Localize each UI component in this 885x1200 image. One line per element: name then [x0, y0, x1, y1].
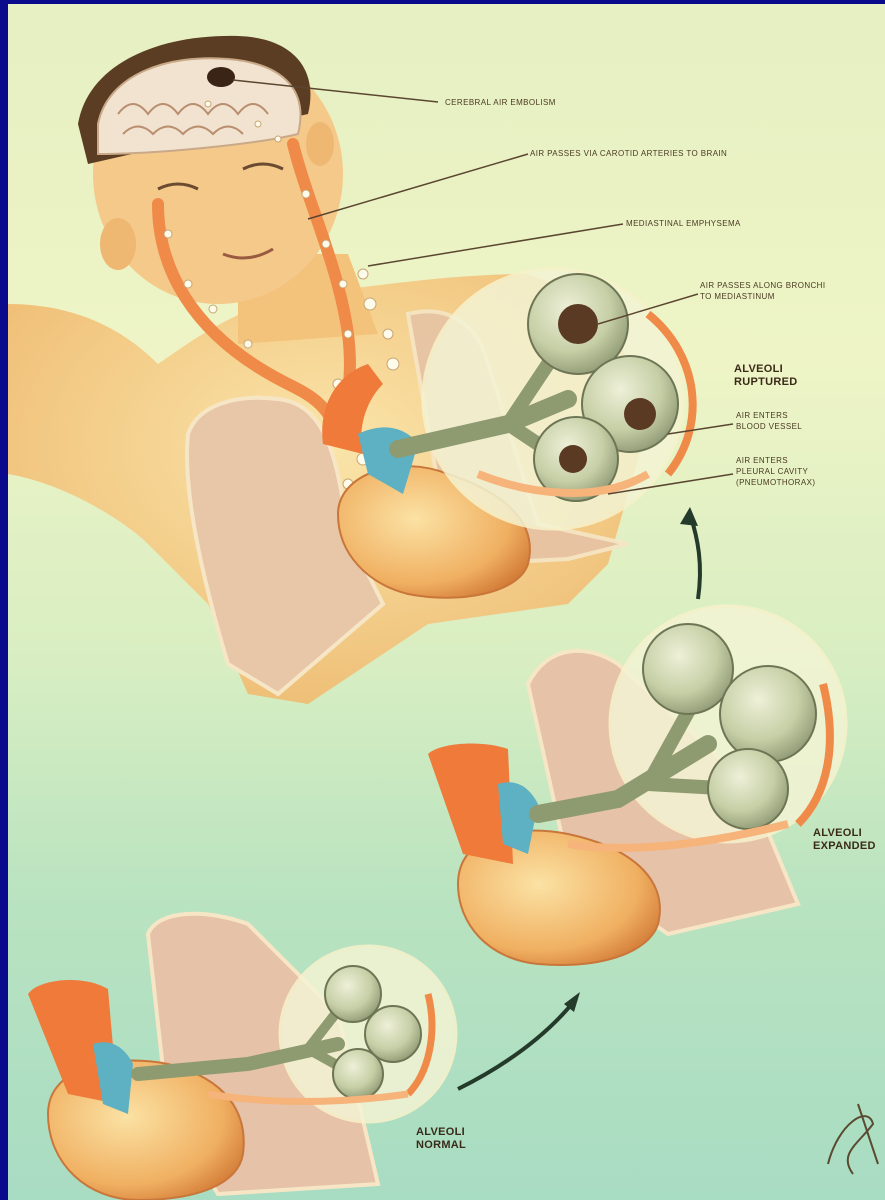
label-bronchi-line2: TO MEDIASTINUM: [700, 292, 775, 301]
progression-arrow-up-icon: [690, 514, 700, 599]
label-mediastinal-emphysema: MEDIASTINAL EMPHYSEMA: [626, 219, 741, 228]
label-cerebral-air-embolism: CEREBRAL AIR EMBOLISM: [445, 98, 556, 107]
label-blood-vessel-line1: AIR ENTERS: [736, 411, 788, 420]
arrowhead-icon: [680, 507, 698, 526]
artist-signature-icon: [828, 1104, 878, 1174]
label-pleural-line2: PLEURAL CAVITY: [736, 467, 809, 476]
label-blood-vessel-line2: BLOOD VESSEL: [736, 422, 802, 431]
illustration-plate: CEREBRAL AIR EMBOLISM AIR PASSES VIA CAR…: [8, 4, 885, 1200]
label-bronchi-line1: AIR PASSES ALONG BRONCHI: [700, 281, 825, 290]
lungs-expanded: [428, 606, 846, 965]
label-ruptured-line2: RUPTURED: [734, 376, 798, 388]
medical-illustration: CEREBRAL AIR EMBOLISM AIR PASSES VIA CAR…: [8, 4, 885, 1200]
label-expanded-line1: ALVEOLI: [813, 827, 862, 839]
label-normal-line1: ALVEOLI: [416, 1126, 465, 1138]
label-ruptured-line1: ALVEOLI: [734, 363, 783, 375]
label-expanded-line2: EXPANDED: [813, 840, 876, 852]
label-pleural-line1: AIR ENTERS: [736, 456, 788, 465]
label-carotid: AIR PASSES VIA CAROTID ARTERIES TO BRAIN: [530, 149, 727, 158]
label-normal-line2: NORMAL: [416, 1139, 466, 1151]
label-pleural-line3: (PNEUMOTHORAX): [736, 478, 815, 487]
lungs-normal: [28, 914, 456, 1200]
progression-arrow-icon: [458, 999, 576, 1089]
